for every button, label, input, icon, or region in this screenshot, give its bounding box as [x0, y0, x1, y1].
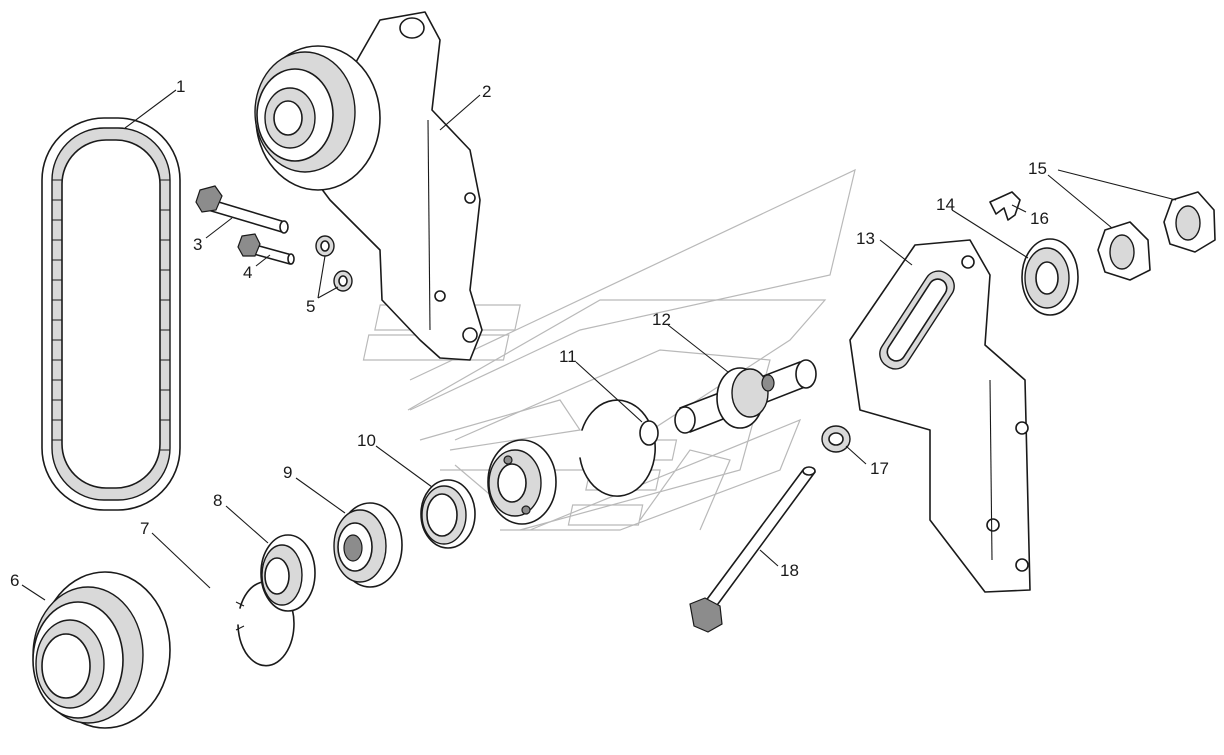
housing-circlip [579, 399, 656, 497]
callout-12: 12 [652, 310, 671, 329]
callout-15: 15 [1028, 159, 1047, 178]
long-bolt [195, 185, 289, 234]
bearing [333, 502, 403, 588]
callout-10: 10 [357, 431, 376, 450]
callout-3: 3 [193, 235, 202, 254]
callout-11: 11 [559, 347, 577, 366]
leader-lines [21, 89, 1177, 601]
callout-8: 8 [213, 491, 222, 510]
thick-washer [1021, 238, 1079, 316]
pulley [32, 571, 171, 729]
callout-2: 2 [482, 82, 491, 101]
callout-18: 18 [780, 561, 799, 580]
mounting-bracket [849, 239, 1031, 593]
callout-13: 13 [856, 229, 875, 248]
callout-14: 14 [936, 195, 955, 214]
locking-clip [989, 191, 1021, 221]
pivot-shaft [674, 359, 817, 434]
seal-ring [420, 479, 476, 549]
callout-9: 9 [283, 463, 292, 482]
callout-17: 17 [870, 459, 889, 478]
tensioner-arm-assembly [254, 11, 483, 361]
callout-5: 5 [306, 297, 315, 316]
toothed-belt [41, 117, 181, 511]
callout-6: 6 [10, 571, 19, 590]
callout-16: 16 [1030, 209, 1049, 228]
callout-labels: 1 2 3 4 5 6 7 8 9 10 11 12 13 14 15 16 1… [10, 77, 1049, 590]
assembled-bearing [487, 439, 557, 525]
short-bolt [237, 233, 295, 265]
callout-7: 7 [140, 519, 149, 538]
spacer [260, 534, 316, 612]
small-washer [821, 425, 851, 453]
hex-nuts [1097, 191, 1216, 281]
callout-1: 1 [176, 77, 185, 96]
washers [315, 235, 353, 292]
o-ring [639, 420, 659, 446]
callout-4: 4 [243, 263, 252, 282]
pivot-bolt [689, 466, 816, 633]
